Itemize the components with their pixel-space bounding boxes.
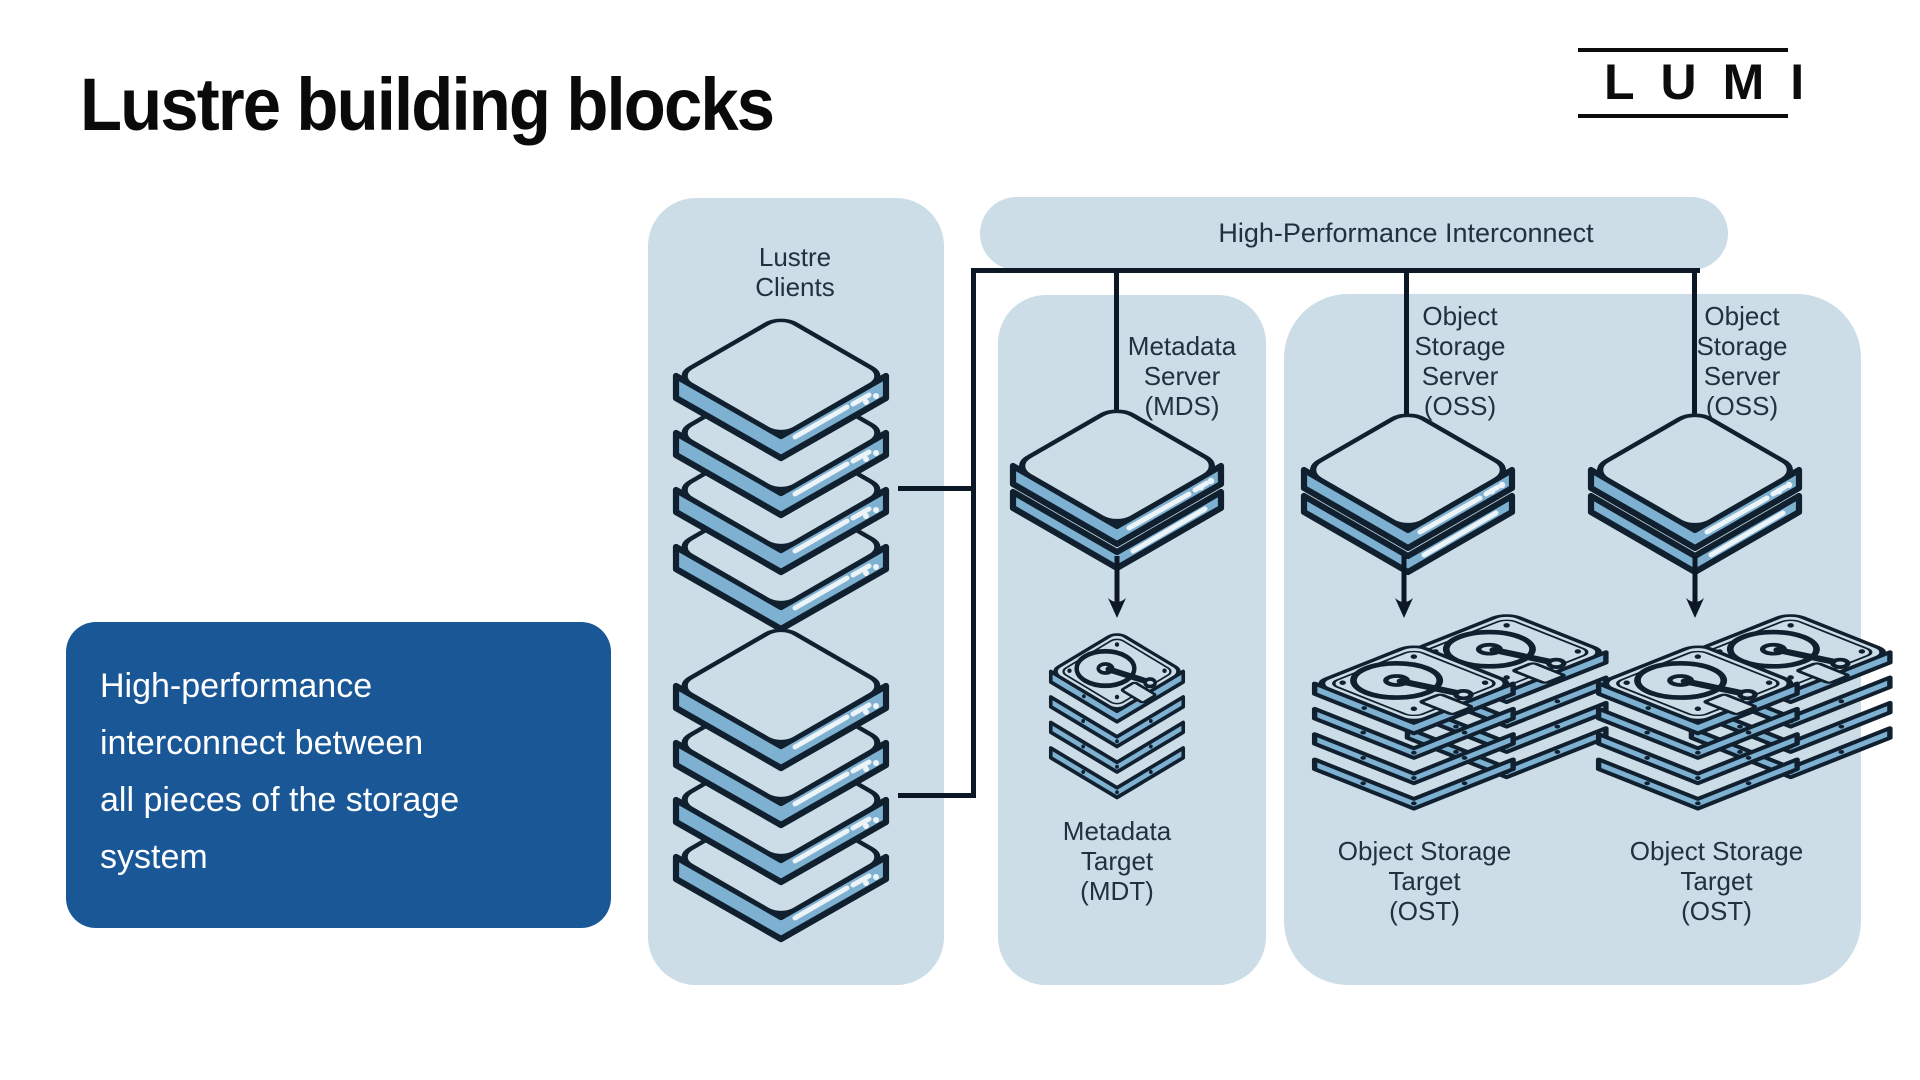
oss2-server-label: Object Storage Server (OSS) [1696,301,1788,421]
mdt-target-label: Metadata Target (MDT) [1062,816,1172,906]
callout-line: all pieces of the storage [100,781,460,819]
slide-title: Lustre building blocks [80,63,775,146]
oss1-drop-line [1404,268,1409,470]
oss2-drop-line [1692,268,1697,470]
ost2-disk-stacks-icon [1590,609,1905,819]
clients-label: Lustre Clients [755,242,835,302]
oss1-server-label: Object Storage Server (OSS) [1414,301,1506,421]
mds-server-label: Metadata Server (MDS) [1127,331,1237,421]
lumi-logo: LUMI [1578,48,1804,118]
clients-lower-stub-line [898,793,973,798]
callout-line: interconnect between [100,724,424,762]
mdt-disk-stack-icon [1045,628,1189,808]
interconnect-pill [980,197,1728,270]
callout-line: High-performance [100,667,373,705]
callout-line: system [100,838,208,876]
arrow-down-icon [1108,556,1126,618]
client-server-stack-icon [669,310,893,636]
interconnect-label: High-Performance Interconnect [1218,218,1594,248]
client-server-stack-icon [669,620,893,946]
mds-drop-line [1114,268,1119,470]
clients-drop-line [971,268,976,798]
arrow-down-icon [1395,556,1413,618]
mds-server-icon [1001,388,1233,580]
clients-upper-stub-line [898,486,973,491]
arrow-down-icon [1686,556,1704,618]
ost1-target-label: Object Storage Target (OST) [1337,836,1512,926]
ost1-disk-stacks-icon [1306,609,1621,819]
callout-box: High-performance interconnect between al… [66,622,611,928]
interconnect-bus-line [971,268,1700,273]
ost2-target-label: Object Storage Target (OST) [1629,836,1804,926]
